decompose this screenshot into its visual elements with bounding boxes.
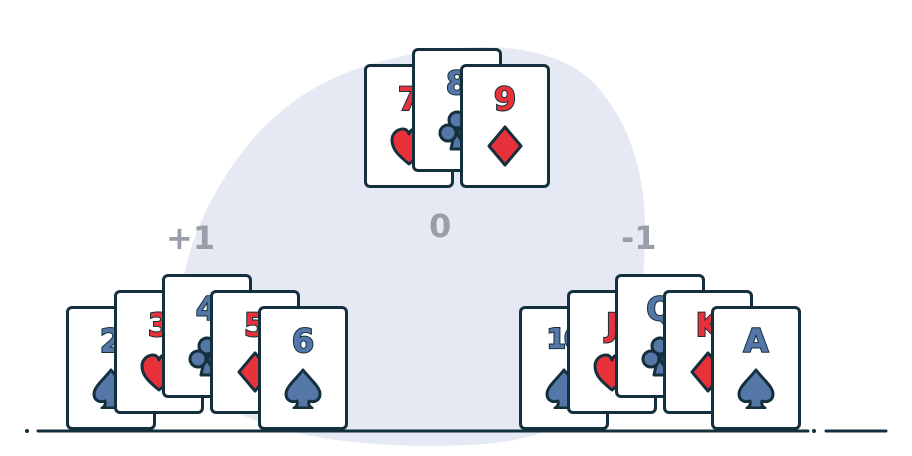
score-high: -1 bbox=[621, 219, 657, 257]
background-blob bbox=[179, 47, 646, 446]
ground-dot-right bbox=[812, 429, 816, 433]
score-neutral: 0 bbox=[429, 207, 452, 245]
score-low: +1 bbox=[166, 219, 216, 257]
ground-dot-left bbox=[25, 429, 29, 433]
